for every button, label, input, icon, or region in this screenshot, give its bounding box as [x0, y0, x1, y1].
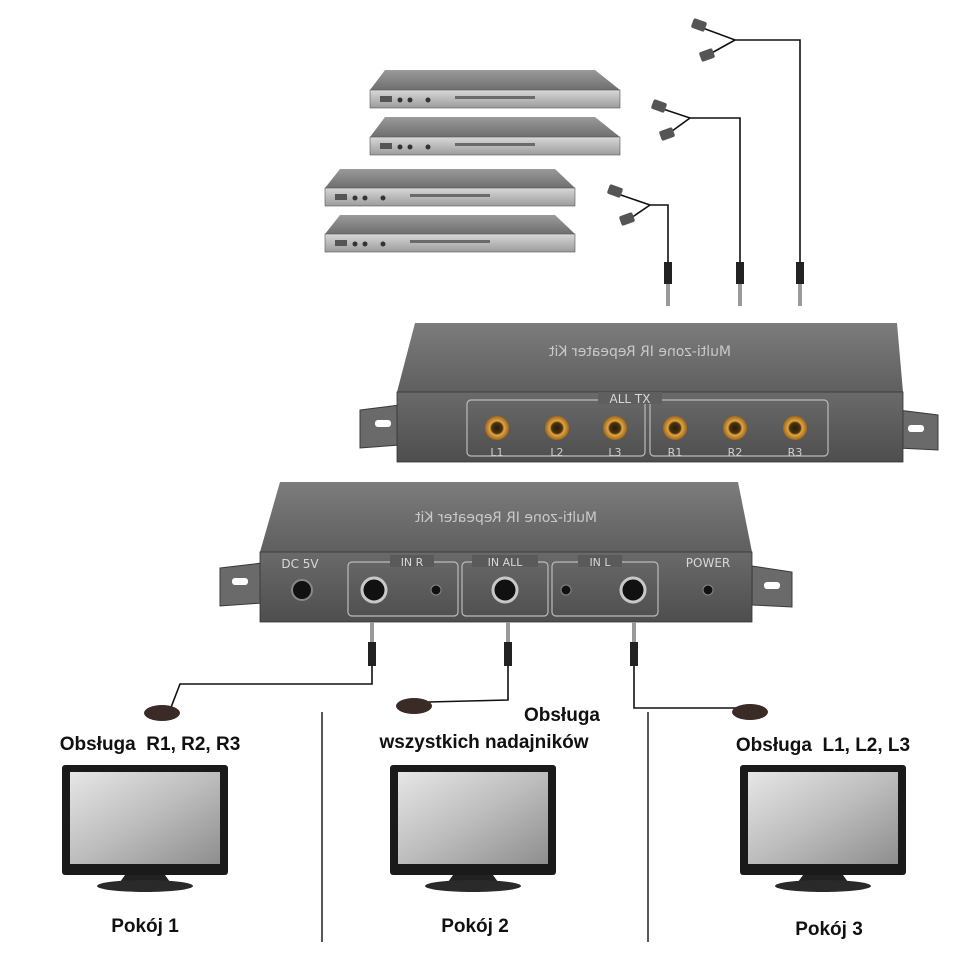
ir-receiver-cable-2	[428, 666, 508, 702]
in-r-jack	[362, 578, 386, 602]
room-2-name: Pokój 2	[441, 916, 509, 937]
tx-port-l3	[603, 416, 627, 440]
receiver-title: Multi-zone IR Repeater Kit	[414, 510, 597, 526]
dvd-player-1	[370, 70, 620, 108]
room-3-name: Pokój 3	[795, 919, 863, 940]
dvd-player-4	[325, 215, 575, 252]
ir-emitter-3	[691, 18, 716, 62]
dvd-player-3	[325, 169, 575, 206]
tx-port-r3	[783, 416, 807, 440]
power-led	[703, 585, 713, 595]
room-3-caption: Obsługa L1, L2, L3	[736, 735, 910, 756]
tx-port-l1	[485, 416, 509, 440]
in-l-jack	[621, 578, 645, 602]
audio-plug	[664, 262, 672, 306]
ir-receiver-eye-2	[396, 698, 432, 714]
in-r-label: IN R	[401, 556, 424, 569]
ir-receiver-cable-3	[634, 666, 740, 708]
room-2-caption-line1: Obsługa	[524, 705, 600, 726]
tx-port-r2	[723, 416, 747, 440]
all-tx-label: ALL TX	[610, 392, 651, 406]
room-1-name: Pokój 1	[111, 916, 179, 937]
in-l-label: IN L	[589, 556, 611, 569]
transmitter-title: Multi-zone IR Repeater Kit	[548, 344, 731, 360]
room-2-caption-line2: wszystkich nadajników	[378, 732, 588, 753]
ir-emitter-cable-3	[700, 27, 800, 262]
tv-2	[390, 765, 556, 892]
ir-emitter-cable-1	[615, 193, 668, 262]
tx-port-label-r3: R3	[788, 446, 803, 459]
in-r-ir-sensor	[431, 585, 441, 595]
audio-plug	[630, 622, 638, 666]
audio-plug	[736, 262, 744, 306]
dc-5v-jack	[292, 580, 312, 600]
ir-emitter-1	[607, 184, 636, 226]
room-1-caption: Obsługa R1, R2, R3	[60, 734, 241, 755]
audio-plug	[796, 262, 804, 306]
tx-port-label-l1: L1	[490, 446, 503, 459]
in-l-ir-sensor	[561, 585, 571, 595]
tv-3	[740, 765, 906, 892]
tx-port-label-r1: R1	[668, 446, 683, 459]
in-all-label: IN ALL	[488, 556, 524, 569]
power-label: POWER	[686, 556, 730, 570]
ir-receiver-cable-1	[170, 666, 372, 710]
dvd-player-2	[370, 117, 620, 155]
dc-5v-label: DC 5V	[281, 557, 319, 571]
tx-port-r1	[663, 416, 687, 440]
tv-1	[62, 765, 228, 892]
tx-port-label-l2: L2	[550, 446, 563, 459]
audio-plug	[504, 622, 512, 666]
audio-plug	[368, 622, 376, 666]
in-all-jack	[493, 578, 517, 602]
ir-emitter-2	[651, 99, 676, 141]
tx-port-l2	[545, 416, 569, 440]
ir-receiver-eye-1	[144, 705, 180, 721]
tx-port-label-l3: L3	[608, 446, 621, 459]
tx-port-label-r2: R2	[728, 446, 743, 459]
ir-receiver-eye-3	[732, 704, 768, 720]
